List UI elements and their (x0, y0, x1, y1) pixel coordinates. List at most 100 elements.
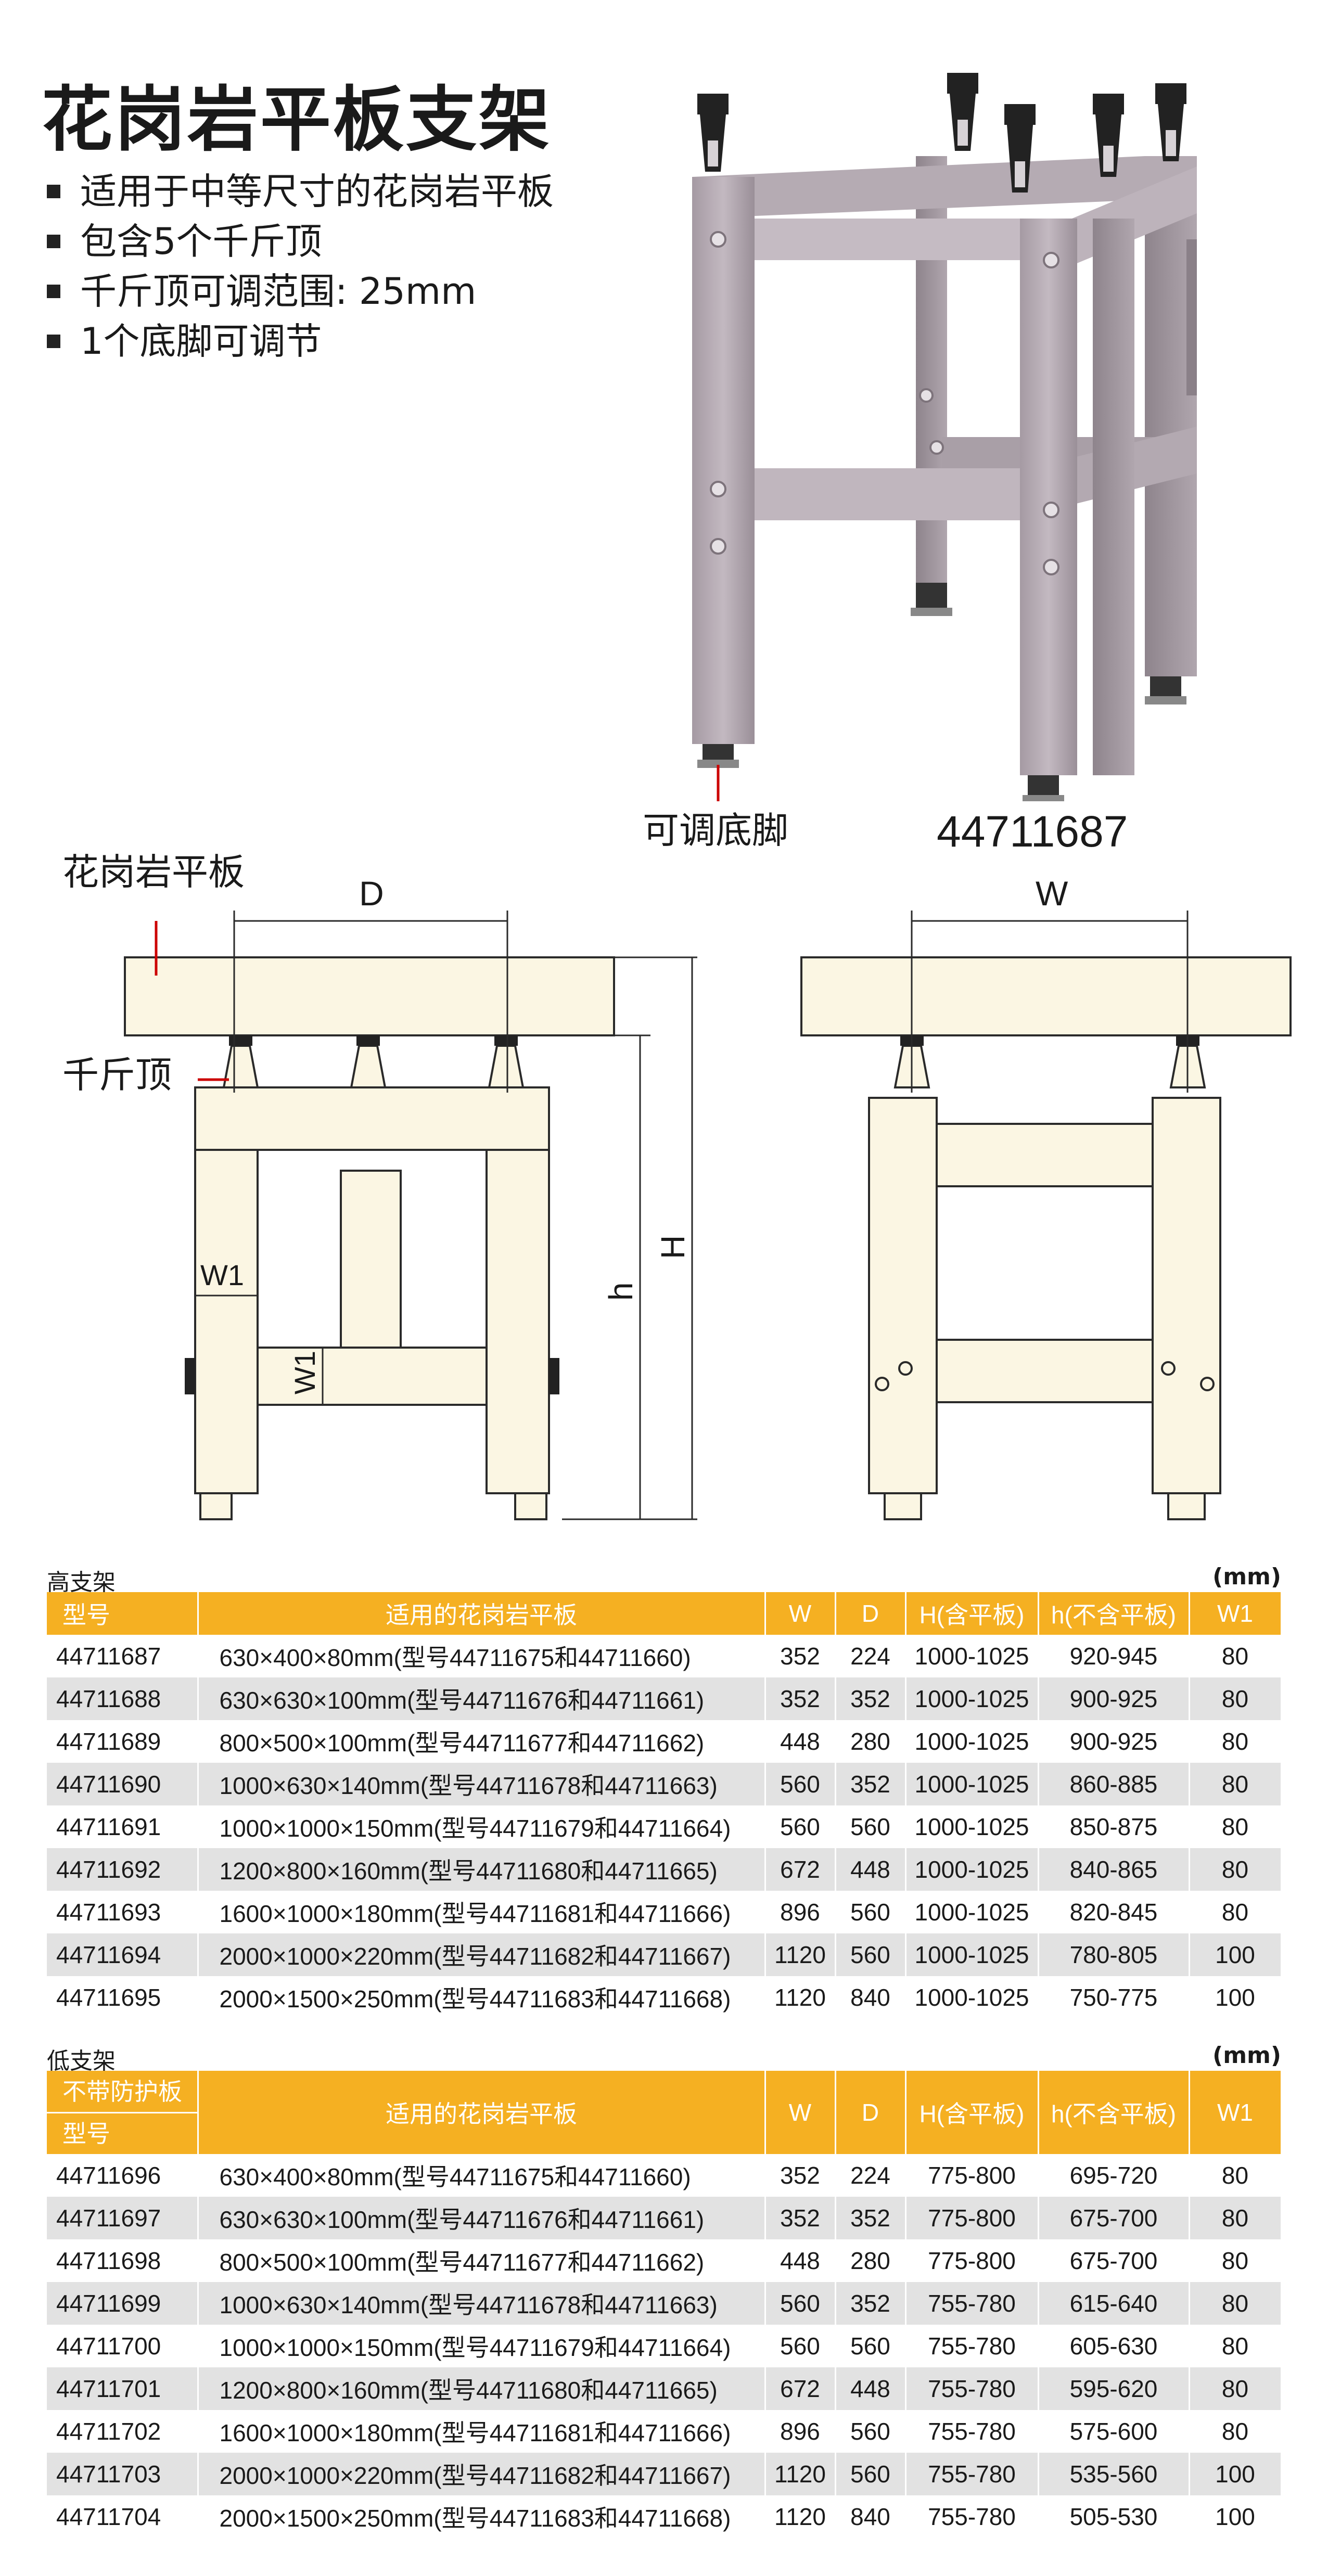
table-cell: 1000×1000×150mm(型号44711679和44711664) (198, 1805, 766, 1848)
table-cell: 352 (765, 2197, 836, 2239)
table-cell: 352 (835, 1763, 906, 1805)
table-cell: 224 (835, 2154, 906, 2197)
table-cell: 80 (1189, 1763, 1282, 1805)
table-cell: 575-600 (1038, 2410, 1190, 2453)
table-cell: 224 (835, 1635, 906, 1677)
table-cell: 560 (835, 1933, 906, 1976)
table-cell: 44711688 (47, 1677, 199, 1720)
table-cell: 44711704 (47, 2495, 199, 2538)
table-cell: 352 (835, 2197, 906, 2239)
table-cell: 775-800 (905, 2197, 1039, 2239)
table-cell: 755-780 (905, 2453, 1039, 2495)
header-cell: W1 (1189, 1592, 1282, 1635)
table-cell: 630×400×80mm(型号44711675和44711660) (198, 1635, 766, 1677)
table-cell: 1120 (765, 2453, 836, 2495)
table-cell: 595-620 (1038, 2367, 1190, 2410)
table-cell: 775-800 (905, 2239, 1039, 2282)
table-cell: 448 (835, 2367, 906, 2410)
table-header-row: 不带防护板 型号 适用的花岗岩平板 W D H(含平板) h(不含平板) W1 (47, 2071, 1282, 2154)
table-cell: 1000-1025 (905, 1677, 1039, 1720)
table-cell: 672 (765, 1848, 836, 1891)
table-cell: 100 (1189, 1933, 1282, 1976)
table-cell: 44711701 (47, 2367, 199, 2410)
table-cell: 860-885 (1038, 1763, 1190, 1805)
dim-w1-vertical-label: W1 (288, 1351, 321, 1394)
table-cell: 1000-1025 (905, 1805, 1039, 1848)
table-cell: 560 (835, 2453, 906, 2495)
low-stand-label: 低支架 (47, 2048, 116, 2074)
table-cell: 672 (765, 2367, 836, 2410)
table-cell: 605-630 (1038, 2325, 1190, 2367)
header-cell: W (765, 1592, 836, 1635)
table-cell: 44711691 (47, 1805, 199, 1848)
table-cell: 920-945 (1038, 1635, 1190, 1677)
table-cell: 44711695 (47, 1976, 199, 2019)
table-cell: 44711699 (47, 2282, 199, 2325)
table-cell: 80 (1189, 1805, 1282, 1848)
table-cell: 100 (1189, 1976, 1282, 2019)
header-no-guard: 不带防护板 (47, 2071, 197, 2113)
header-cell: h(不含平板) (1038, 1592, 1190, 1635)
table-cell: 755-780 (905, 2410, 1039, 2453)
table-cell: 900-925 (1038, 1677, 1190, 1720)
table-cell: 80 (1189, 2239, 1282, 2282)
table-cell: 800×500×100mm(型号44711677和44711662) (198, 1720, 766, 1763)
table-cell: 560 (835, 2410, 906, 2453)
table-cell: 352 (765, 1635, 836, 1677)
feature-item: 适用于中等尺寸的花岗岩平板 (47, 166, 554, 216)
dim-w-label: W (1036, 874, 1068, 913)
table-cell: 750-775 (1038, 1976, 1190, 2019)
table-cell: 44711702 (47, 2410, 199, 2453)
table-cell: 448 (765, 1720, 836, 1763)
dim-h-lower-label: h (602, 1282, 640, 1301)
low-stand-unit: (mm) (1212, 2042, 1281, 2069)
table-cell: 44711703 (47, 2453, 199, 2495)
dim-d-label: D (359, 874, 384, 913)
table-cell: 1000-1025 (905, 1848, 1039, 1891)
table-cell: 448 (835, 1848, 906, 1891)
table-cell: 535-560 (1038, 2453, 1190, 2495)
dim-h-upper-label: H (654, 1235, 692, 1259)
table-cell: 100 (1189, 2453, 1282, 2495)
feature-item: 1个底脚可调节 (47, 316, 554, 366)
table-cell: 100 (1189, 2495, 1282, 2538)
table-cell: 1000×630×140mm(型号44711678和44711663) (198, 2282, 766, 2325)
table-cell: 695-720 (1038, 2154, 1190, 2197)
table-cell: 1120 (765, 1933, 836, 1976)
feature-item: 包含5个千斤顶 (47, 216, 554, 266)
table-cell: 44711690 (47, 1763, 199, 1805)
table-cell: 1000-1025 (905, 1891, 1039, 1933)
table-cell: 80 (1189, 2367, 1282, 2410)
header-cell: W (765, 2071, 836, 2154)
table-cell: 352 (835, 1677, 906, 1720)
table-cell: 80 (1189, 2154, 1282, 2197)
header-cell: 适用的花岗岩平板 (198, 1592, 766, 1635)
table-cell: 755-780 (905, 2282, 1039, 2325)
table-cell: 780-805 (1038, 1933, 1190, 1976)
table-cell: 80 (1189, 1720, 1282, 1763)
table-cell: 755-780 (905, 2325, 1039, 2367)
table-cell: 820-845 (1038, 1891, 1190, 1933)
header-cell: 型号 (47, 1592, 199, 1635)
jack-label: 千斤顶 (62, 1054, 172, 1096)
header-cell: W1 (1189, 2071, 1282, 2154)
table-cell: 280 (835, 1720, 906, 1763)
bullet-square-icon (47, 185, 60, 198)
bullet-square-icon (47, 235, 60, 248)
table-cell: 840 (835, 2495, 906, 2538)
table-cell: 675-700 (1038, 2239, 1190, 2282)
product-model: 44711687 (937, 807, 1128, 856)
feature-text: 适用于中等尺寸的花岗岩平板 (80, 170, 554, 213)
table-cell: 352 (765, 1677, 836, 1720)
header-cell: D (835, 1592, 906, 1635)
table-cell: 615-640 (1038, 2282, 1190, 2325)
